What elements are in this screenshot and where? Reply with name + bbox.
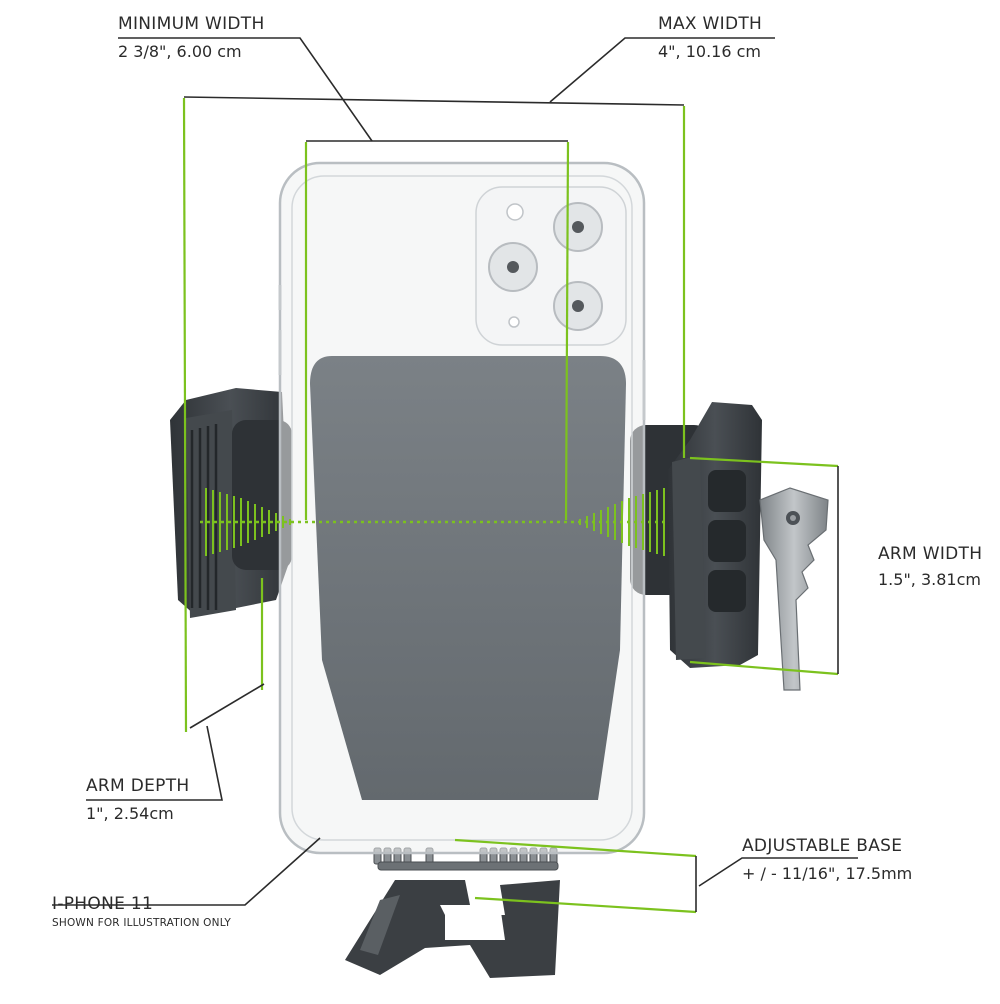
adjustable-base-foot bbox=[345, 880, 560, 978]
iphone-title: I-PHONE 11 bbox=[52, 894, 154, 914]
vent-clip-key bbox=[759, 487, 829, 691]
arm-depth-title: ARM DEPTH bbox=[86, 776, 190, 796]
min-width-title: MINIMUM WIDTH bbox=[118, 14, 265, 34]
right-gripper-arm bbox=[630, 402, 762, 668]
arm-width-value: 1.5", 3.81cm bbox=[878, 570, 981, 589]
adjustable-base-title: ADJUSTABLE BASE bbox=[742, 836, 903, 856]
adjustable-base-value: + / - 11/16", 17.5mm bbox=[742, 864, 913, 883]
arm-depth-hatch-left bbox=[205, 488, 291, 556]
leader-lines bbox=[52, 37, 858, 912]
dimension-lines bbox=[182, 97, 839, 914]
arm-depth-value: 1", 2.54cm bbox=[86, 804, 174, 823]
phone-side-buttons bbox=[278, 285, 646, 420]
arm-width-title: ARM WIDTH bbox=[878, 544, 983, 564]
min-width-value: 2 3/8", 6.00 cm bbox=[118, 42, 242, 61]
max-width-value: 4", 10.16 cm bbox=[658, 42, 761, 61]
center-backing-pad bbox=[310, 356, 626, 800]
left-gripper-arm bbox=[170, 388, 292, 618]
max-width-title: MAX WIDTH bbox=[658, 14, 763, 34]
iphone-note: SHOWN FOR ILLUSTRATION ONLY bbox=[52, 917, 231, 929]
